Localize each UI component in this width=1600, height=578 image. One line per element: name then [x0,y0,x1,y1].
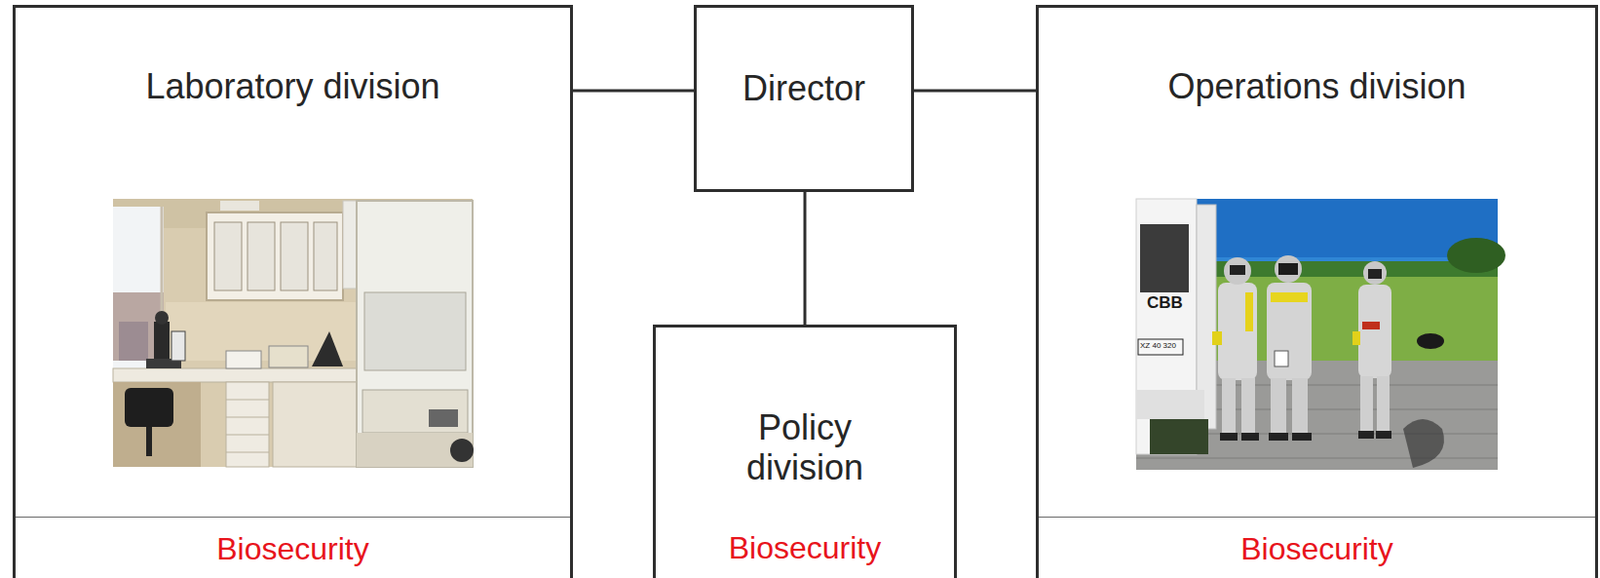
director-heading: Director [696,68,912,109]
division-box: Laboratory divisionBiosecurity [12,4,573,578]
section-divider [1038,516,1596,518]
operations-photo [1136,198,1506,470]
biosecurity-label: Biosecurity [15,531,571,568]
division-heading: Operations division [1038,66,1596,107]
division-box: Policy divisionBiosecurity [652,324,957,578]
licence-plate: XZ 40 320 [1140,341,1177,350]
laboratory-photo [113,198,474,467]
division-heading: Laboratory division [15,66,571,107]
org-connector [803,191,807,325]
van-lettering: CBB [1146,293,1183,313]
org-connector [572,89,694,93]
biosecurity-label: Biosecurity [1038,531,1596,568]
section-divider [15,516,571,518]
org-connector [914,89,1036,93]
biosecurity-label: Biosecurity [655,530,954,567]
division-heading: Policy division [712,407,898,489]
division-box: Director [693,4,915,192]
division-box: Operations divisionBiosecurity [1035,4,1599,578]
